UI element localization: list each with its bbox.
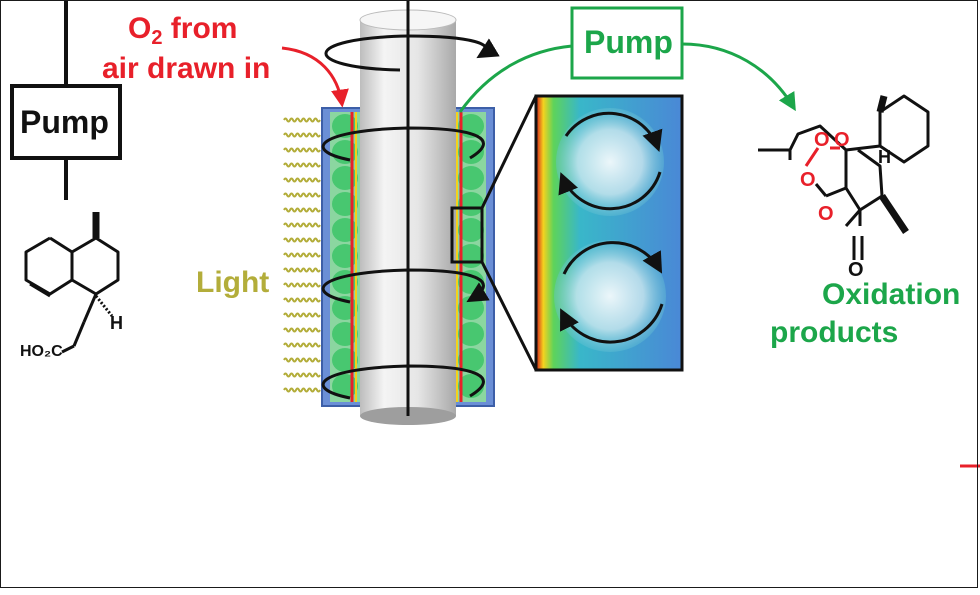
vortex-cell	[458, 322, 484, 346]
vortex-cell	[332, 244, 358, 268]
vortex-cell	[458, 218, 484, 242]
product-oxygen-atoms: O O O O	[800, 129, 850, 225]
light-wave	[283, 297, 321, 303]
vortex-cell	[332, 218, 358, 242]
oxidation-label-line1: Oxidation	[822, 278, 961, 311]
o2-inlet-arrow	[281, 46, 349, 108]
o2-label-line2: air drawn in	[102, 52, 271, 85]
vortex-cell	[458, 166, 484, 190]
vortex-cell	[458, 140, 484, 164]
reactant-h-label: H	[110, 313, 123, 333]
vortex-cell	[332, 322, 358, 346]
light-wave	[283, 237, 321, 243]
o2-label-subscript: 2	[151, 27, 163, 49]
vortex-cell	[458, 192, 484, 216]
vortex-cell	[332, 166, 358, 190]
light-wave	[283, 312, 321, 318]
product-carbonyl-o: O	[848, 259, 864, 281]
svg-text:O: O	[800, 169, 816, 191]
light-wave	[283, 252, 321, 258]
svg-text:O: O	[814, 129, 830, 151]
product-flow-arrow	[681, 42, 796, 112]
o2-label-o: O	[128, 12, 152, 45]
right-pump-label: Pump	[584, 24, 673, 60]
light-waves	[283, 117, 321, 393]
reactant-acid-label: HO₂C	[20, 343, 63, 360]
light-wave	[283, 132, 321, 138]
light-wave	[283, 327, 321, 333]
light-wave	[283, 387, 321, 393]
product-molecule	[758, 94, 930, 260]
vortex-cell	[458, 348, 484, 372]
light-wave	[283, 222, 321, 228]
light-wave	[283, 357, 321, 363]
reactant-molecule	[24, 212, 120, 354]
light-wave	[283, 207, 321, 213]
product-h-label: H	[878, 147, 891, 167]
outlet-line	[458, 44, 573, 113]
vortex-cell	[332, 192, 358, 216]
light-wave	[283, 342, 321, 348]
o2-label-line1: O2 from	[128, 12, 238, 49]
cfd-zoom-panel	[534, 94, 684, 372]
light-wave	[283, 192, 321, 198]
left-pump-label: Pump	[20, 104, 109, 140]
light-wave	[283, 117, 321, 123]
zoom-source-box	[450, 206, 484, 264]
light-wave	[283, 282, 321, 288]
o2-label-from: from	[162, 12, 238, 45]
svg-text:O: O	[818, 203, 834, 225]
light-wave	[283, 372, 321, 378]
light-wave	[283, 147, 321, 153]
left-pump-box	[10, 84, 122, 160]
vortex-cell	[332, 348, 358, 372]
light-wave	[283, 267, 321, 273]
light-wave	[283, 162, 321, 168]
rotation-arrows	[321, 34, 500, 400]
light-wave	[283, 177, 321, 183]
oxidation-label-line2: products	[770, 316, 899, 349]
light-label: Light	[196, 266, 270, 299]
svg-text:O: O	[834, 129, 850, 151]
right-pump-box	[570, 6, 684, 80]
